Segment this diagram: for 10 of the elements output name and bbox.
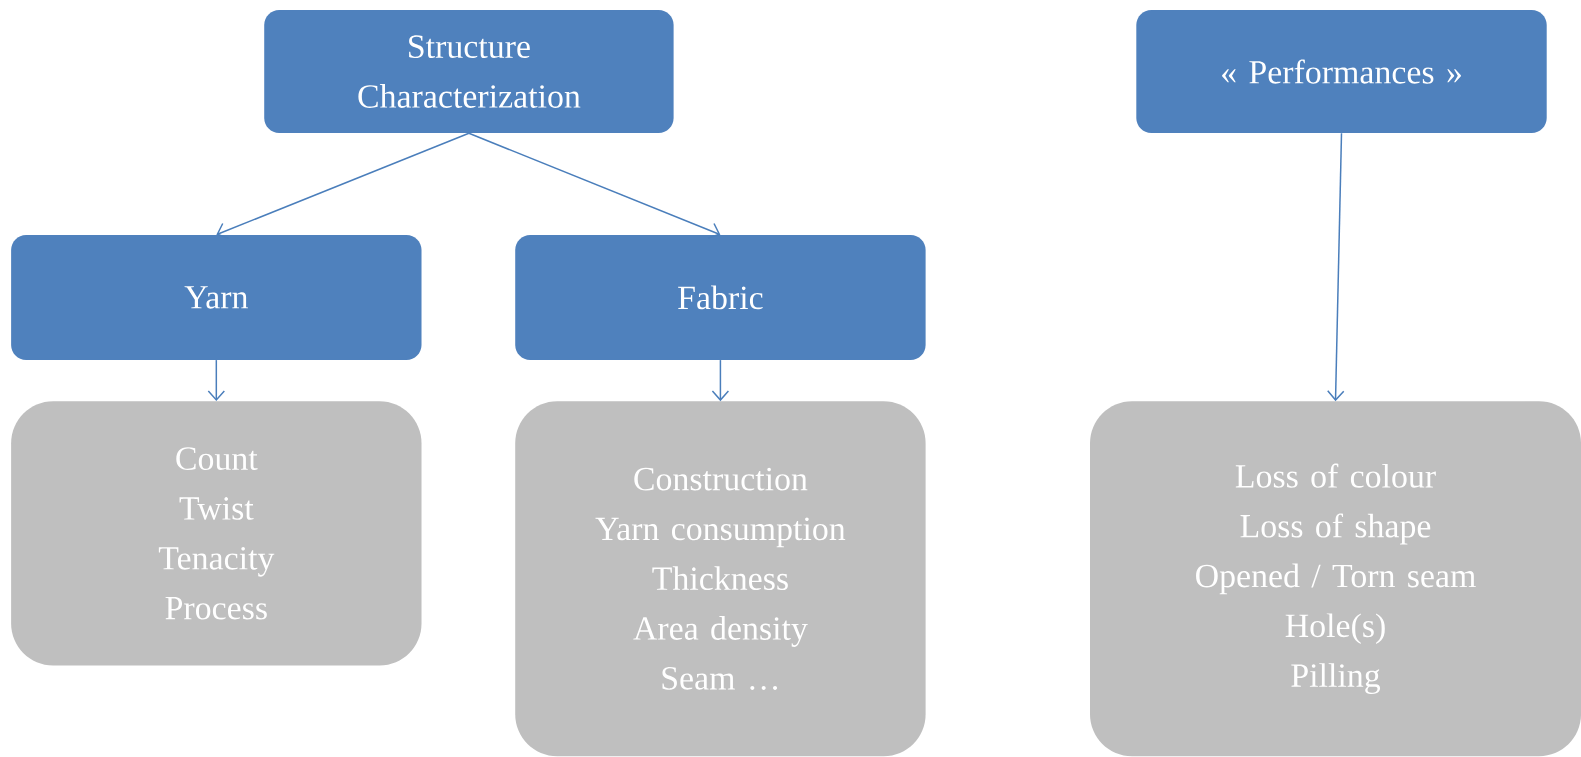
category-box: Yarn — [11, 234, 422, 360]
category-box: « Performances » — [1136, 10, 1547, 134]
item-list-box: Count Twist Tenacity Process — [11, 401, 422, 666]
category-box: Structure Characterization — [264, 10, 674, 134]
arrow — [207, 359, 226, 402]
item-list-box: Loss of colour Loss of shape Opened / Torn seam Hole(s) Pilling — [1090, 401, 1581, 757]
item-list-box: Construction Yarn consumption Thickness Area density Seam … — [515, 401, 926, 757]
category-box: Fabric — [515, 234, 926, 360]
arrow — [1327, 132, 1345, 402]
arrow — [711, 359, 730, 402]
